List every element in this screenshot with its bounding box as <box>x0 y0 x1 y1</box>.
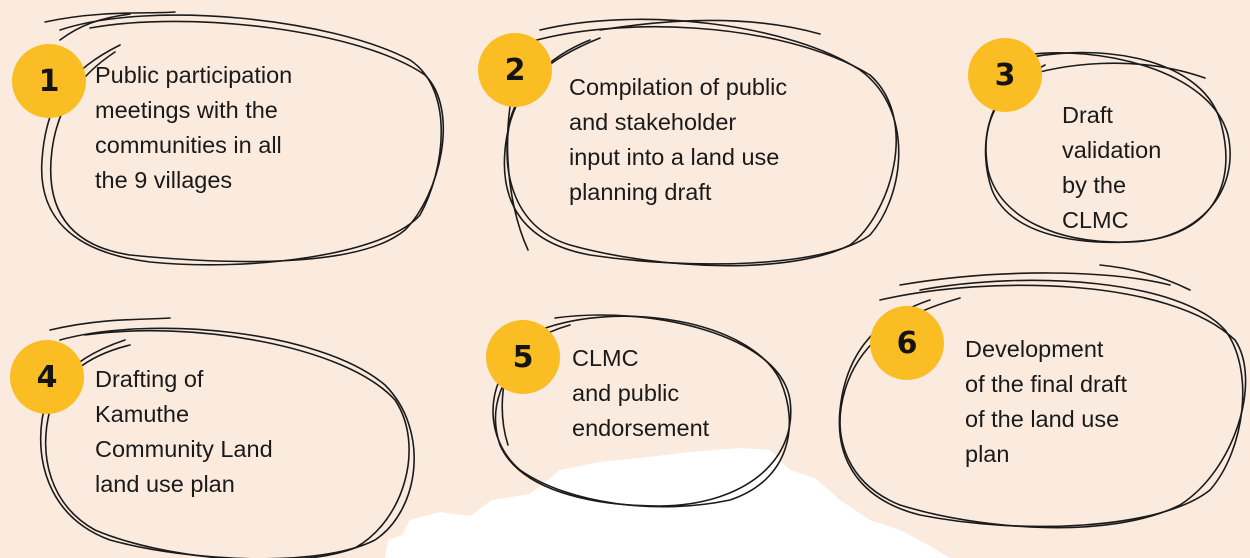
scribble-loop-2 <box>503 18 900 267</box>
step-4-badge: 4 <box>10 340 84 414</box>
step-2-text: Compilation of public and stakeholder in… <box>569 74 788 205</box>
scribble-loop-6 <box>838 264 1247 529</box>
step-1-badge: 1 <box>12 44 86 118</box>
step-6-text: Development of the final draft of the la… <box>965 336 1127 467</box>
step-3-text: Draft validation by the CLMC <box>1062 102 1162 233</box>
scribble-loop-1 <box>40 11 445 266</box>
step-2-badge: 2 <box>478 33 552 107</box>
step-4-text: Drafting of Kamuthe Community Land land … <box>95 366 273 497</box>
step-5-text: CLMC and public endorsement <box>572 345 710 441</box>
step-1-text: Public participation meetings with the c… <box>95 62 293 193</box>
step-6-badge: 6 <box>870 306 944 380</box>
step-3-badge: 3 <box>968 38 1042 112</box>
step-5-badge: 5 <box>486 320 560 394</box>
